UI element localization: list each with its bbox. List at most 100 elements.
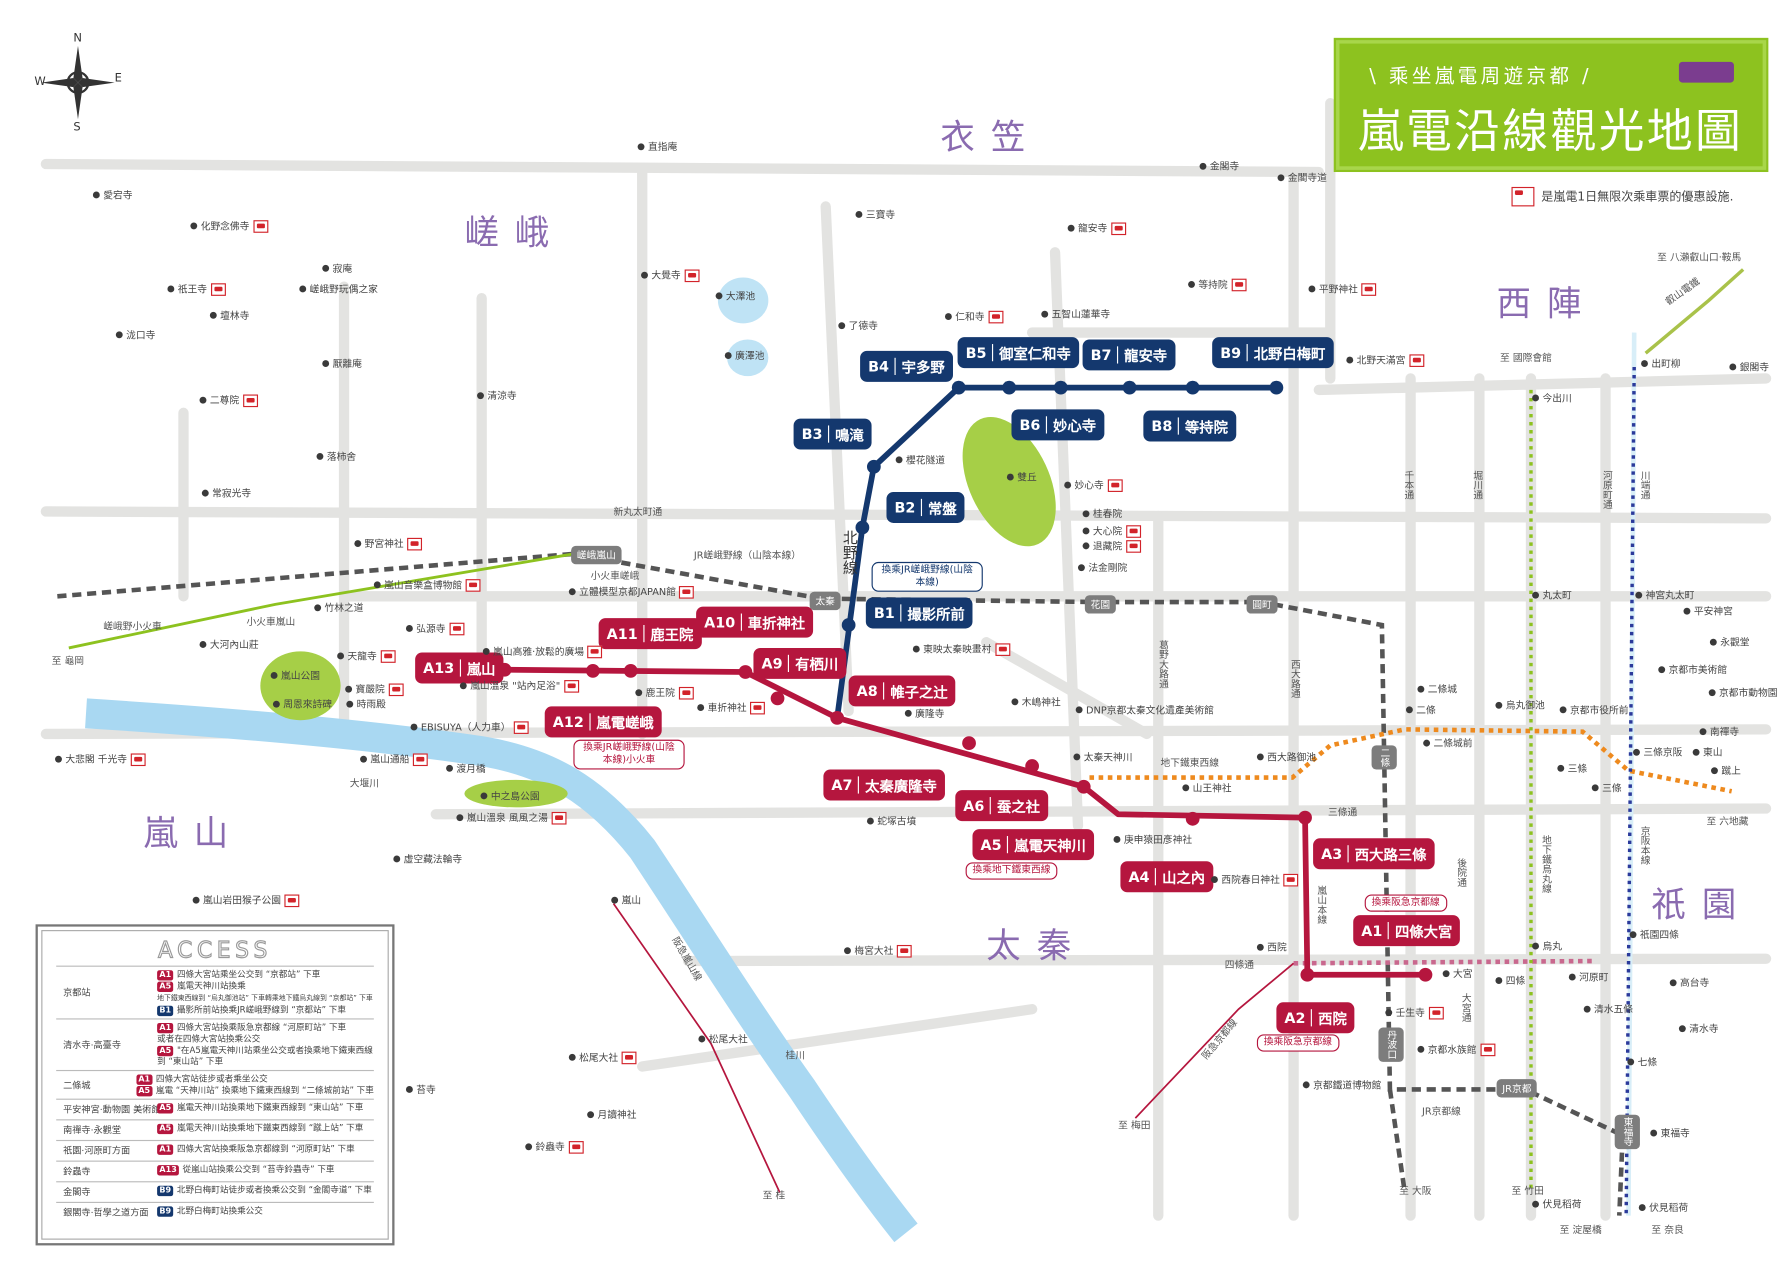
rail-station-box[interactable]: 二條 [1371,745,1397,770]
poi-46[interactable]: 了德寺 [838,319,878,333]
poi-49[interactable]: 妙心寺 [1064,478,1123,492]
poi-20[interactable]: 弘源寺 [405,622,464,635]
poi-59[interactable]: DNP京都太秦文化遺產美術館 [1075,703,1214,717]
station-dot-a6[interactable] [1025,759,1040,773]
station-dot-b7[interactable] [1122,380,1137,395]
poi-39[interactable]: 竹林之道 [314,601,364,615]
poi-62[interactable]: 山王神社 [1182,781,1232,795]
station-dot-b4[interactable] [951,380,966,395]
poi-43[interactable]: 等持院 [1188,278,1247,291]
rail-station-box[interactable]: 丹波口 [1378,1027,1404,1062]
poi-64[interactable]: 西院春日神社 [1211,873,1299,886]
poi-71[interactable]: 京都鐵道博物館 [1302,1078,1381,1092]
poi-89[interactable]: 東山 [1692,745,1723,759]
poi-99[interactable]: 丸太町 [1532,588,1572,602]
poi-36[interactable]: 嵐山溫泉 風風之湯 [456,811,567,825]
poi-82[interactable]: 四條 [1495,974,1525,987]
station-dot-b3[interactable] [866,459,881,474]
poi-101[interactable]: 出町柳 [1641,357,1681,370]
station-dot-a10[interactable] [738,665,753,679]
poi-79[interactable]: 祇園四條 [1629,928,1679,942]
poi-55[interactable]: 雙丘 [1006,470,1037,484]
poi-68[interactable]: 大宮 [1442,967,1473,981]
station-dot-a4[interactable] [1185,811,1200,826]
station-dot-b8[interactable] [1185,380,1200,395]
poi-86[interactable]: 二條城前 [1423,736,1473,750]
poi-54[interactable]: 櫻花隧道 [895,453,945,467]
poi-80[interactable]: 河原町 [1568,970,1608,984]
poi-34[interactable]: 渡月橋 [446,761,486,775]
poi-60[interactable]: 太秦天神川 [1073,750,1132,764]
poi-9[interactable]: 大澤池 [715,289,755,303]
poi-77[interactable]: 清水五條 [1583,1002,1633,1016]
poi-56[interactable]: 東映太秦映畫村 [912,642,1010,656]
poi-37[interactable]: 虛空藏法輪寺 [393,852,462,866]
rail-station-box[interactable]: 嵯峨嵐山 [571,545,622,565]
poi-90[interactable]: 三條 [1557,761,1587,775]
poi-27[interactable]: 嵐山高雅·放鬆的廣場 [482,645,603,658]
poi-96[interactable]: 平安神宮 [1683,604,1733,618]
poi-44[interactable]: 仁和寺 [944,310,1003,323]
poi-93[interactable]: 南禪寺 [1699,725,1739,739]
poi-7[interactable]: 三寶寺 [855,208,895,221]
poi-25[interactable]: 時雨殿 [346,697,386,711]
poi-100[interactable]: 今出川 [1532,391,1572,405]
poi-63[interactable]: 庚申猿田彥神社 [1113,833,1192,846]
poi-53[interactable]: 法金剛院 [1077,561,1127,575]
poi-88[interactable]: 三條京阪 [1633,745,1682,759]
poi-45[interactable]: 五智山蓮華寺 [1041,307,1110,321]
station-dot-b9[interactable] [1269,380,1284,395]
poi-69[interactable]: 壬生寺 [1385,1006,1444,1020]
poi-14[interactable]: 二尊院 [199,393,258,407]
poi-22[interactable]: 大河內山莊 [199,638,259,651]
rail-station-box[interactable]: 東福寺 [1614,1114,1640,1149]
poi-58[interactable]: 木嶋神社 [1011,695,1061,709]
rail-station-box[interactable]: JR京都 [1496,1079,1538,1098]
poi-87[interactable]: 二條 [1405,703,1436,717]
poi-41[interactable]: 金閣寺道 [1277,171,1327,185]
poi-67[interactable]: 西院 [1256,940,1287,954]
poi-48[interactable]: 北野天滿宮 [1346,353,1424,367]
station-dot-a1[interactable] [1418,967,1433,982]
poi-74[interactable]: 東福寺 [1650,1126,1690,1140]
poi-51[interactable]: 大心院 [1082,524,1141,538]
poi-92[interactable]: 蹴上 [1711,764,1741,778]
poi-8[interactable]: 大覺寺 [641,268,699,282]
poi-38[interactable]: 嵐山岩田猴子公園 [192,893,300,907]
poi-19[interactable]: 立體模型京都JAPAN館 [568,585,695,599]
poi-57[interactable]: 廣隆寺 [904,706,944,720]
poi-23[interactable]: 嵐山公園 [270,669,320,682]
poi-83[interactable]: 京都市役所前 [1559,703,1628,717]
station-dot-b6[interactable] [1053,380,1068,395]
poi-30[interactable]: 車折神社 [697,701,765,714]
poi-98[interactable]: 神宮丸太町 [1635,588,1694,602]
poi-72[interactable]: 伏見稻荷 [1532,1197,1581,1211]
poi-106[interactable]: 苔寺 [405,1083,436,1096]
poi-47[interactable]: 平野神社 [1308,282,1377,296]
poi-81[interactable]: 烏丸 [1532,939,1562,953]
poi-0[interactable]: 愛宕寺 [92,188,132,202]
station-dot-a9[interactable] [770,691,785,706]
poi-66[interactable]: 梅宮大社 [844,944,912,958]
poi-11[interactable]: 泷口寺 [115,328,155,342]
poi-97[interactable]: 永觀堂 [1709,635,1749,649]
rail-station-box[interactable]: 太秦 [809,591,841,611]
poi-40[interactable]: 金閣寺 [1199,159,1239,173]
poi-4[interactable]: 嵯峨野玩偶之家 [299,282,378,296]
poi-84[interactable]: 烏丸御池 [1495,698,1545,712]
